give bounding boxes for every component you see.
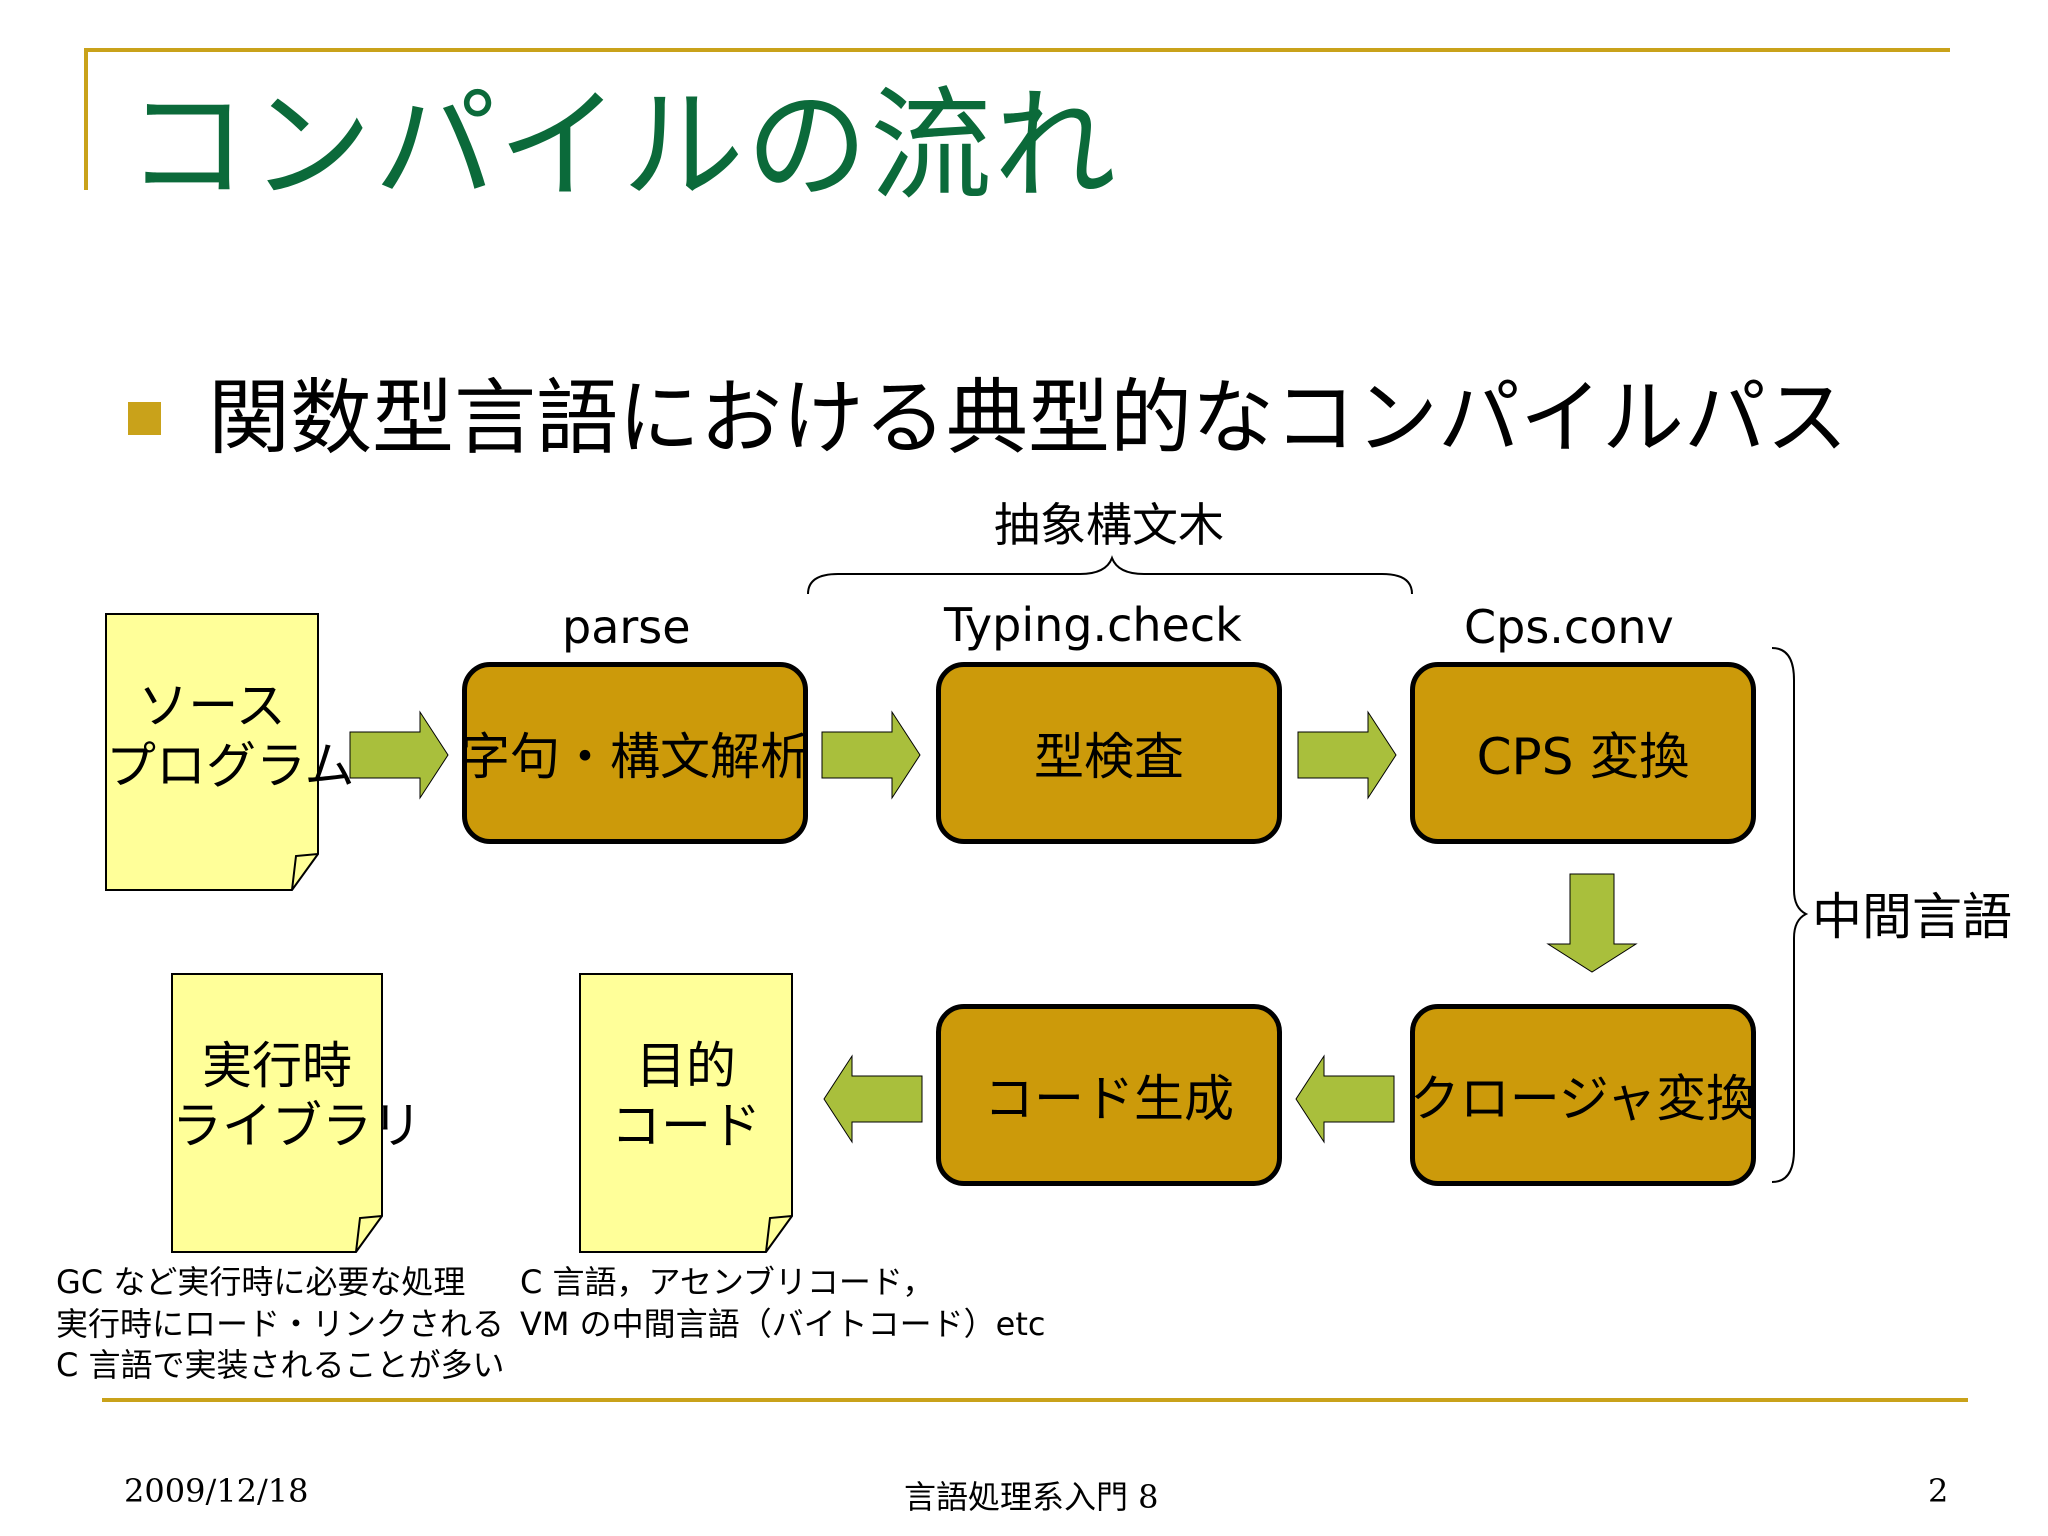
stage-type-check: 型検査 xyxy=(936,662,1282,844)
footer-date: 2009/12/18 xyxy=(124,1472,309,1510)
arrow-right-icon xyxy=(349,710,449,800)
top-rule xyxy=(84,48,1950,52)
footer-page-number: 2 xyxy=(1928,1472,1949,1510)
cps-caption: Cps.conv xyxy=(1464,600,1674,654)
runtime-note: GC など実行時に必要な処理 実行時にロード・リンクされる C 言語で実装される… xyxy=(56,1263,505,1385)
target-note: C 言語，アセンブリコード， VM の中間言語（バイトコード）etc xyxy=(520,1263,1046,1343)
stage-cps-conversion: CPS 変換 xyxy=(1410,662,1756,844)
arrow-down-icon xyxy=(1546,873,1638,973)
ast-label: 抽象構文木 xyxy=(994,498,1224,552)
target-code-label: 目的 コード xyxy=(611,1037,761,1155)
runtime-document-icon xyxy=(171,973,383,1253)
stage-code-generation: コード生成 xyxy=(936,1004,1282,1186)
typecheck-caption: Typing.check xyxy=(944,598,1242,652)
left-rule xyxy=(84,48,88,190)
source-document-icon xyxy=(105,613,319,891)
bottom-rule xyxy=(102,1398,1968,1402)
source-program-label: ソース プログラム xyxy=(106,677,355,795)
stage-closure-conversion: クロージャ変換 xyxy=(1410,1004,1756,1186)
ir-label: 中間言語 xyxy=(1812,888,2012,946)
arrow-left-icon xyxy=(823,1054,923,1144)
slide-title: コンパイルの流れ xyxy=(126,75,1118,217)
ast-brace xyxy=(807,555,1413,595)
footer-course: 言語処理系入門 8 xyxy=(904,1478,1159,1516)
runtime-library-label: 実行時 ライブラリ xyxy=(172,1037,422,1155)
bullet-text: 関数型言語における典型的なコンパイルパス xyxy=(208,371,1849,466)
arrow-right-icon xyxy=(1297,710,1397,800)
arrow-right-icon xyxy=(821,710,921,800)
bullet-square-icon xyxy=(128,402,161,435)
arrow-left-icon xyxy=(1295,1054,1395,1144)
ir-brace xyxy=(1771,647,1809,1183)
stage-lexing-parsing: 字句・構文解析 xyxy=(460,662,810,844)
target-document-icon xyxy=(579,973,793,1253)
parse-caption: parse xyxy=(562,600,691,654)
